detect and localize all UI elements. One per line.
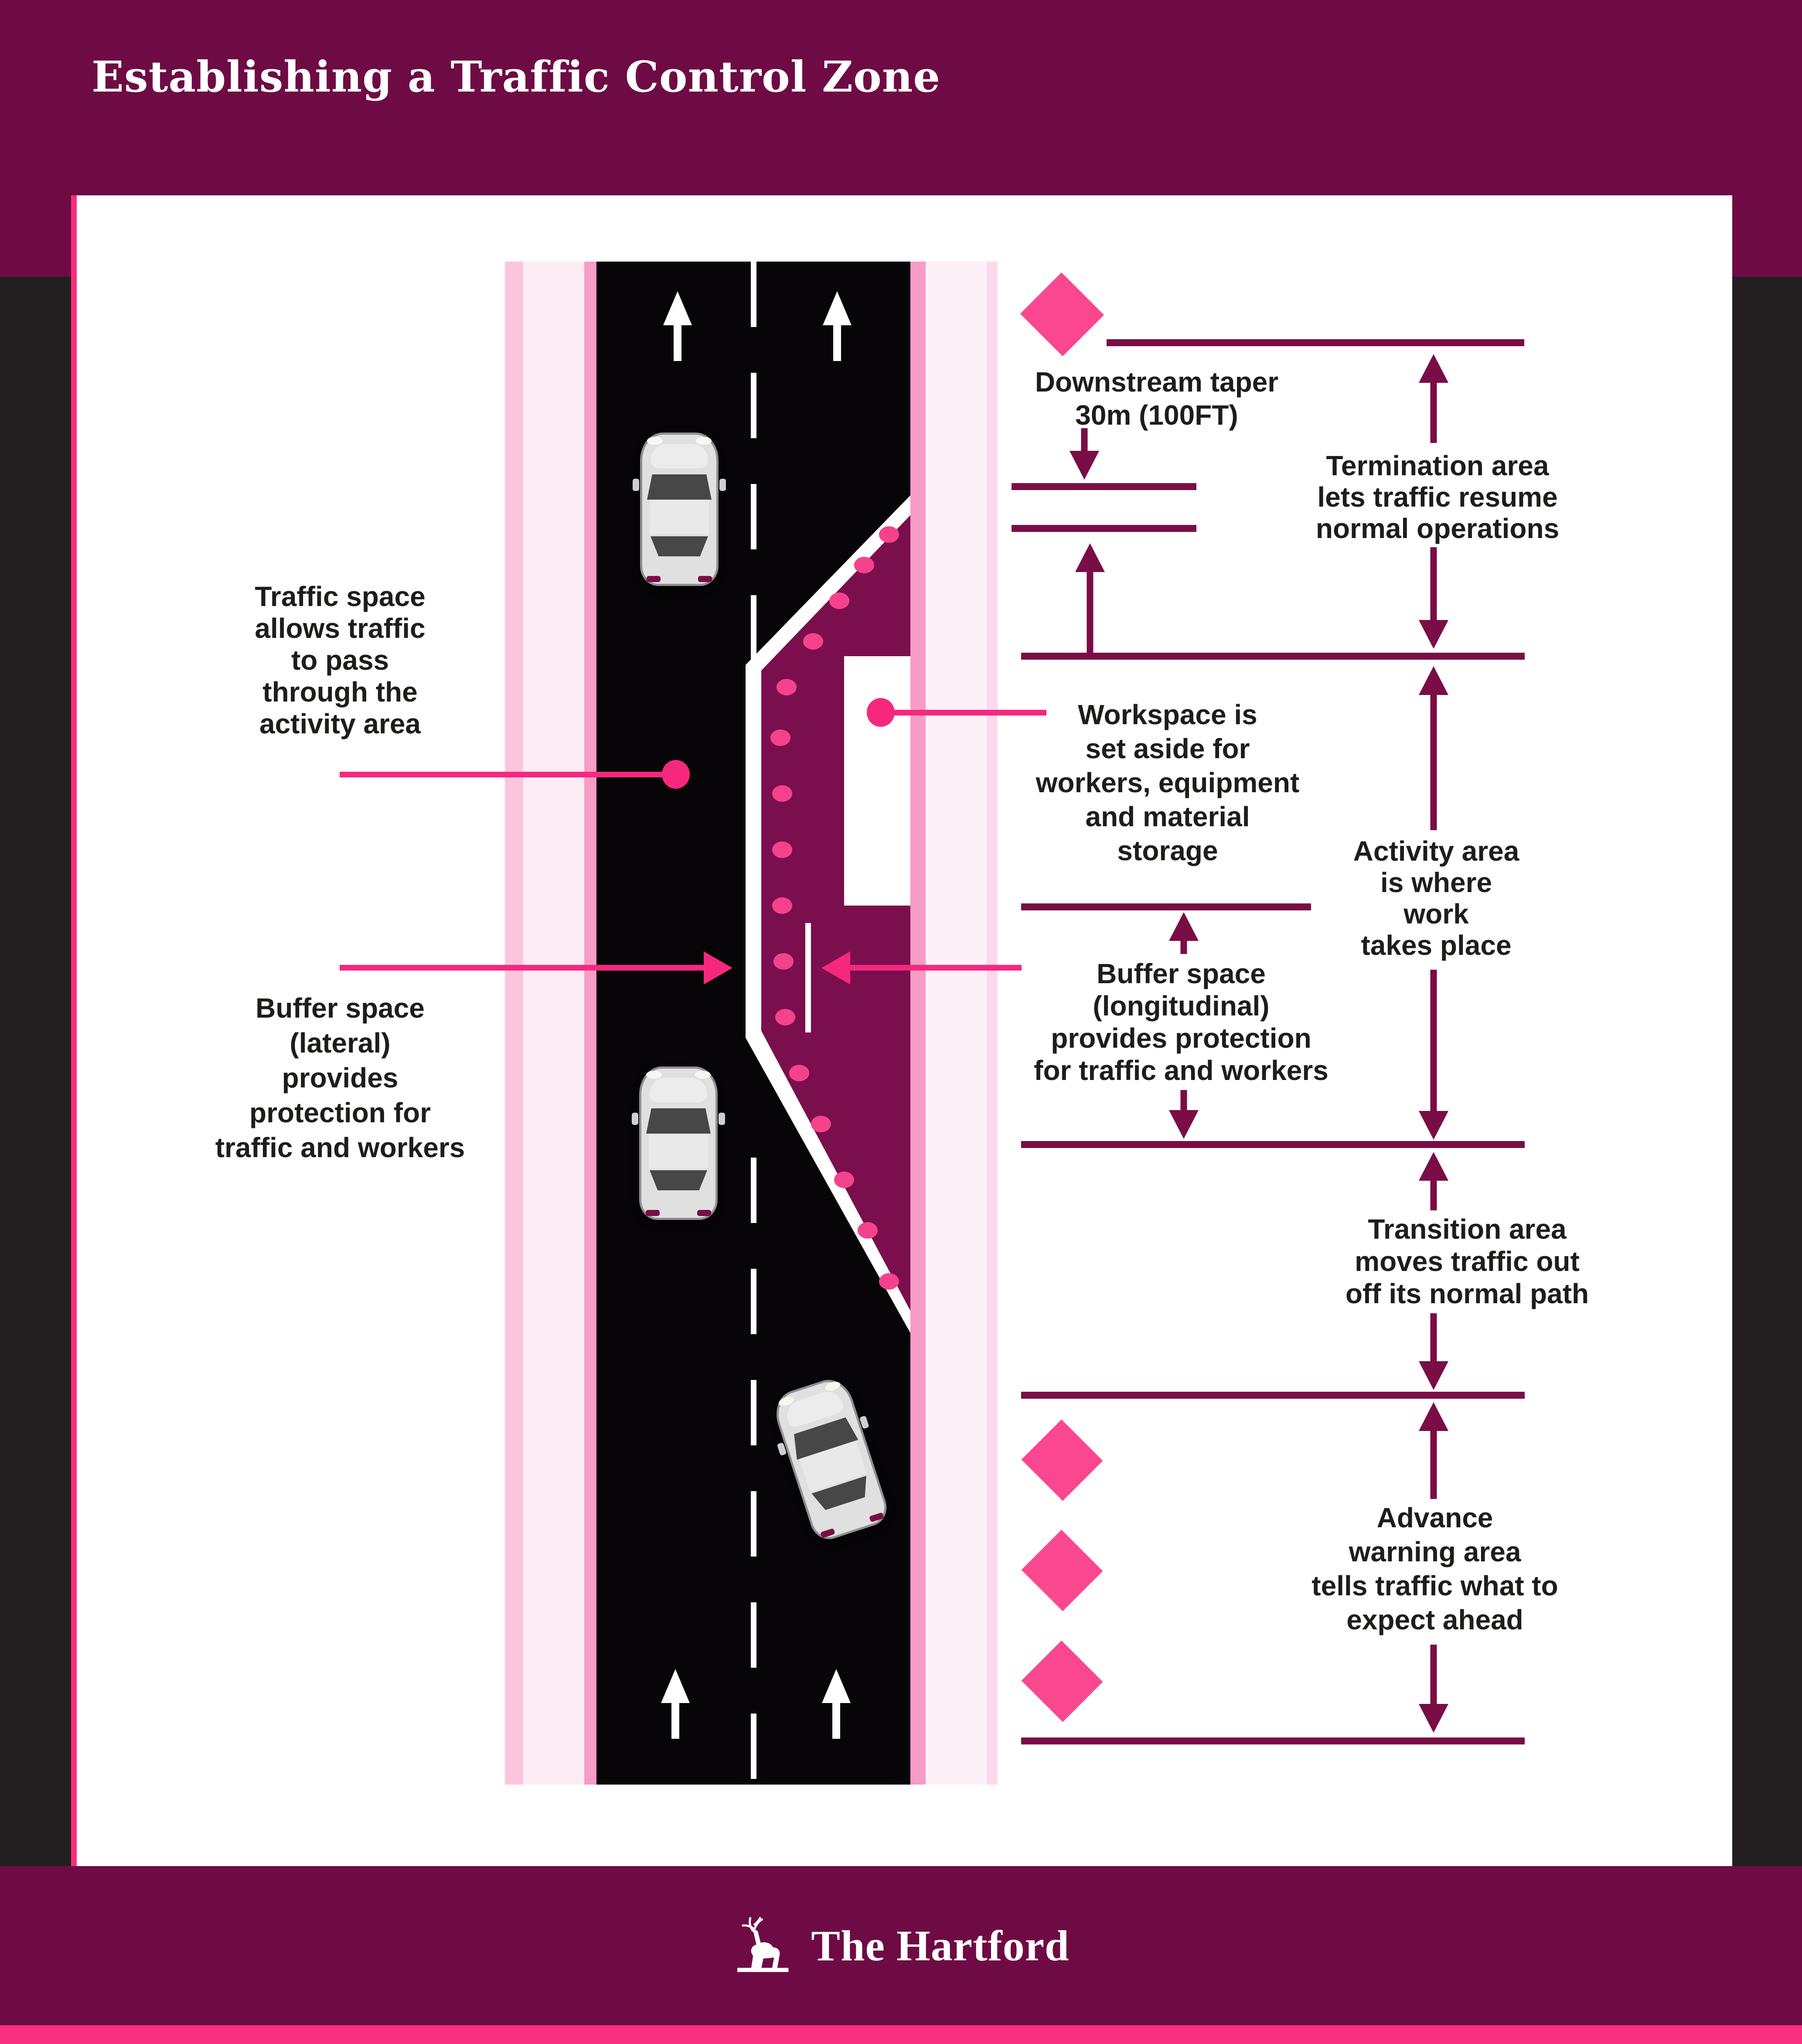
transition-arrow-stem xyxy=(1430,1313,1437,1361)
transition-arrow-stem xyxy=(1430,1180,1437,1210)
traffic-space-pointer-dot xyxy=(662,760,690,789)
taper-tick-line xyxy=(1012,525,1196,532)
traffic-space-label: Traffic space allows traffic to pass thr… xyxy=(255,581,426,739)
workspace-area xyxy=(844,656,910,906)
buffer-long-arrow-stem xyxy=(1180,1090,1187,1110)
advance-arrow-stem xyxy=(1430,1645,1437,1704)
workspace-label: Workspace is set aside for workers, equi… xyxy=(1036,699,1300,866)
lane-arrow-icon xyxy=(821,1669,852,1741)
activity-down-arrowhead-icon xyxy=(1419,1111,1448,1140)
cone-dot-icon xyxy=(772,841,792,858)
buffer-lateral-arrowhead-icon xyxy=(704,951,732,985)
termination-arrow-stem xyxy=(1430,547,1437,620)
right-outer-edge-stripe xyxy=(987,262,998,1785)
cone-dot-icon xyxy=(811,1116,831,1132)
buffer-long-arrowhead-icon xyxy=(821,951,850,985)
car-icon xyxy=(632,1066,725,1220)
buffer-marker-bar xyxy=(805,923,811,1032)
activity-up-arrowhead-icon xyxy=(1419,666,1448,695)
lane-arrow-icon xyxy=(660,1669,691,1741)
cone-dot-icon xyxy=(770,729,790,746)
activity-arrow-stem xyxy=(1430,970,1437,1111)
traffic-space-connector-line xyxy=(340,772,662,777)
buffer-long-down-arrowhead-icon xyxy=(1169,1110,1199,1139)
footer-band: The Hartford xyxy=(0,1866,1802,2025)
left-shoulder xyxy=(523,262,584,1785)
workspace-bottom-line xyxy=(1021,903,1311,910)
buffer-long-arrow-stem xyxy=(1180,940,1187,954)
lane-arrow-icon xyxy=(822,291,852,363)
workspace-connector-line xyxy=(894,710,1046,715)
advance-bottom-line xyxy=(1021,1737,1525,1744)
cone-dot-icon xyxy=(829,593,849,609)
buffer-lateral-label: Buffer space (lateral) provides protecti… xyxy=(215,992,465,1163)
cone-dot-icon xyxy=(834,1172,854,1188)
right-shoulder xyxy=(926,262,987,1785)
buffer-long-arrow-line xyxy=(849,965,1022,971)
cone-dot-icon xyxy=(803,633,823,650)
transition-label: Transition area moves traffic out off it… xyxy=(1345,1213,1589,1309)
cone-dot-icon xyxy=(775,1009,795,1025)
downstream-taper-label: Downstream taper 30m (100FT) xyxy=(1035,366,1279,431)
lane-arrow-icon xyxy=(662,291,693,363)
termination-up-arrowhead-icon xyxy=(1419,354,1448,383)
left-outer-edge-stripe xyxy=(505,262,523,1785)
transition-up-arrowhead-icon xyxy=(1419,1152,1448,1181)
taper-down-arrowhead-icon xyxy=(1070,451,1099,480)
termination-down-arrowhead-icon xyxy=(1419,620,1448,649)
car-icon xyxy=(633,433,726,586)
buffer-longitudinal-label: Buffer space (longitudinal) provides pro… xyxy=(1034,958,1329,1086)
brand-wordmark: The Hartford xyxy=(811,1921,1070,1970)
activity-arrow-stem xyxy=(1430,694,1437,830)
cone-dot-icon xyxy=(858,1222,878,1239)
advance-warning-label: Advance warning area tells traffic what … xyxy=(1311,1502,1558,1635)
taper-up-arrow-stem xyxy=(1087,570,1093,653)
activity-label: Activity area is where work takes place xyxy=(1353,835,1519,961)
cone-dot-icon xyxy=(789,1065,809,1081)
transition-bottom-line xyxy=(1021,1392,1525,1399)
cone-dot-icon xyxy=(879,526,899,543)
cone-dot-icon xyxy=(879,1273,899,1290)
transition-down-arrowhead-icon xyxy=(1419,1361,1448,1390)
cone-dot-icon xyxy=(777,679,797,695)
termination-bottom-line xyxy=(1021,653,1525,660)
advance-arrow-stem xyxy=(1430,1430,1437,1499)
taper-down-arrow-stem xyxy=(1081,428,1088,451)
left-edge-line xyxy=(584,262,596,1785)
termination-top-line xyxy=(1107,339,1524,346)
center-dashed-line-lower xyxy=(751,1158,756,1785)
cone-dot-icon xyxy=(773,953,794,970)
buffer-lateral-arrow-line xyxy=(340,965,704,971)
cone-dot-icon xyxy=(854,557,874,573)
buffer-long-up-arrowhead-icon xyxy=(1169,912,1199,941)
bottom-accent-strip xyxy=(0,2025,1802,2044)
taper-tick-line xyxy=(1012,483,1196,490)
advance-down-arrowhead-icon xyxy=(1419,1704,1448,1733)
page-title: Establishing a Traffic Control Zone xyxy=(92,52,941,102)
workspace-pointer-dot xyxy=(867,698,895,727)
stag-icon xyxy=(732,1917,798,1975)
cone-dot-icon xyxy=(772,897,792,914)
center-dashed-line-upper xyxy=(751,262,756,663)
advance-up-arrowhead-icon xyxy=(1419,1402,1448,1431)
activity-bottom-line xyxy=(1021,1141,1525,1148)
cone-dot-icon xyxy=(772,785,792,802)
termination-arrow-stem xyxy=(1430,382,1437,443)
termination-label: Termination area lets traffic resume nor… xyxy=(1315,450,1560,544)
taper-up-arrowhead-icon xyxy=(1075,543,1105,572)
right-edge-line xyxy=(910,262,926,1785)
